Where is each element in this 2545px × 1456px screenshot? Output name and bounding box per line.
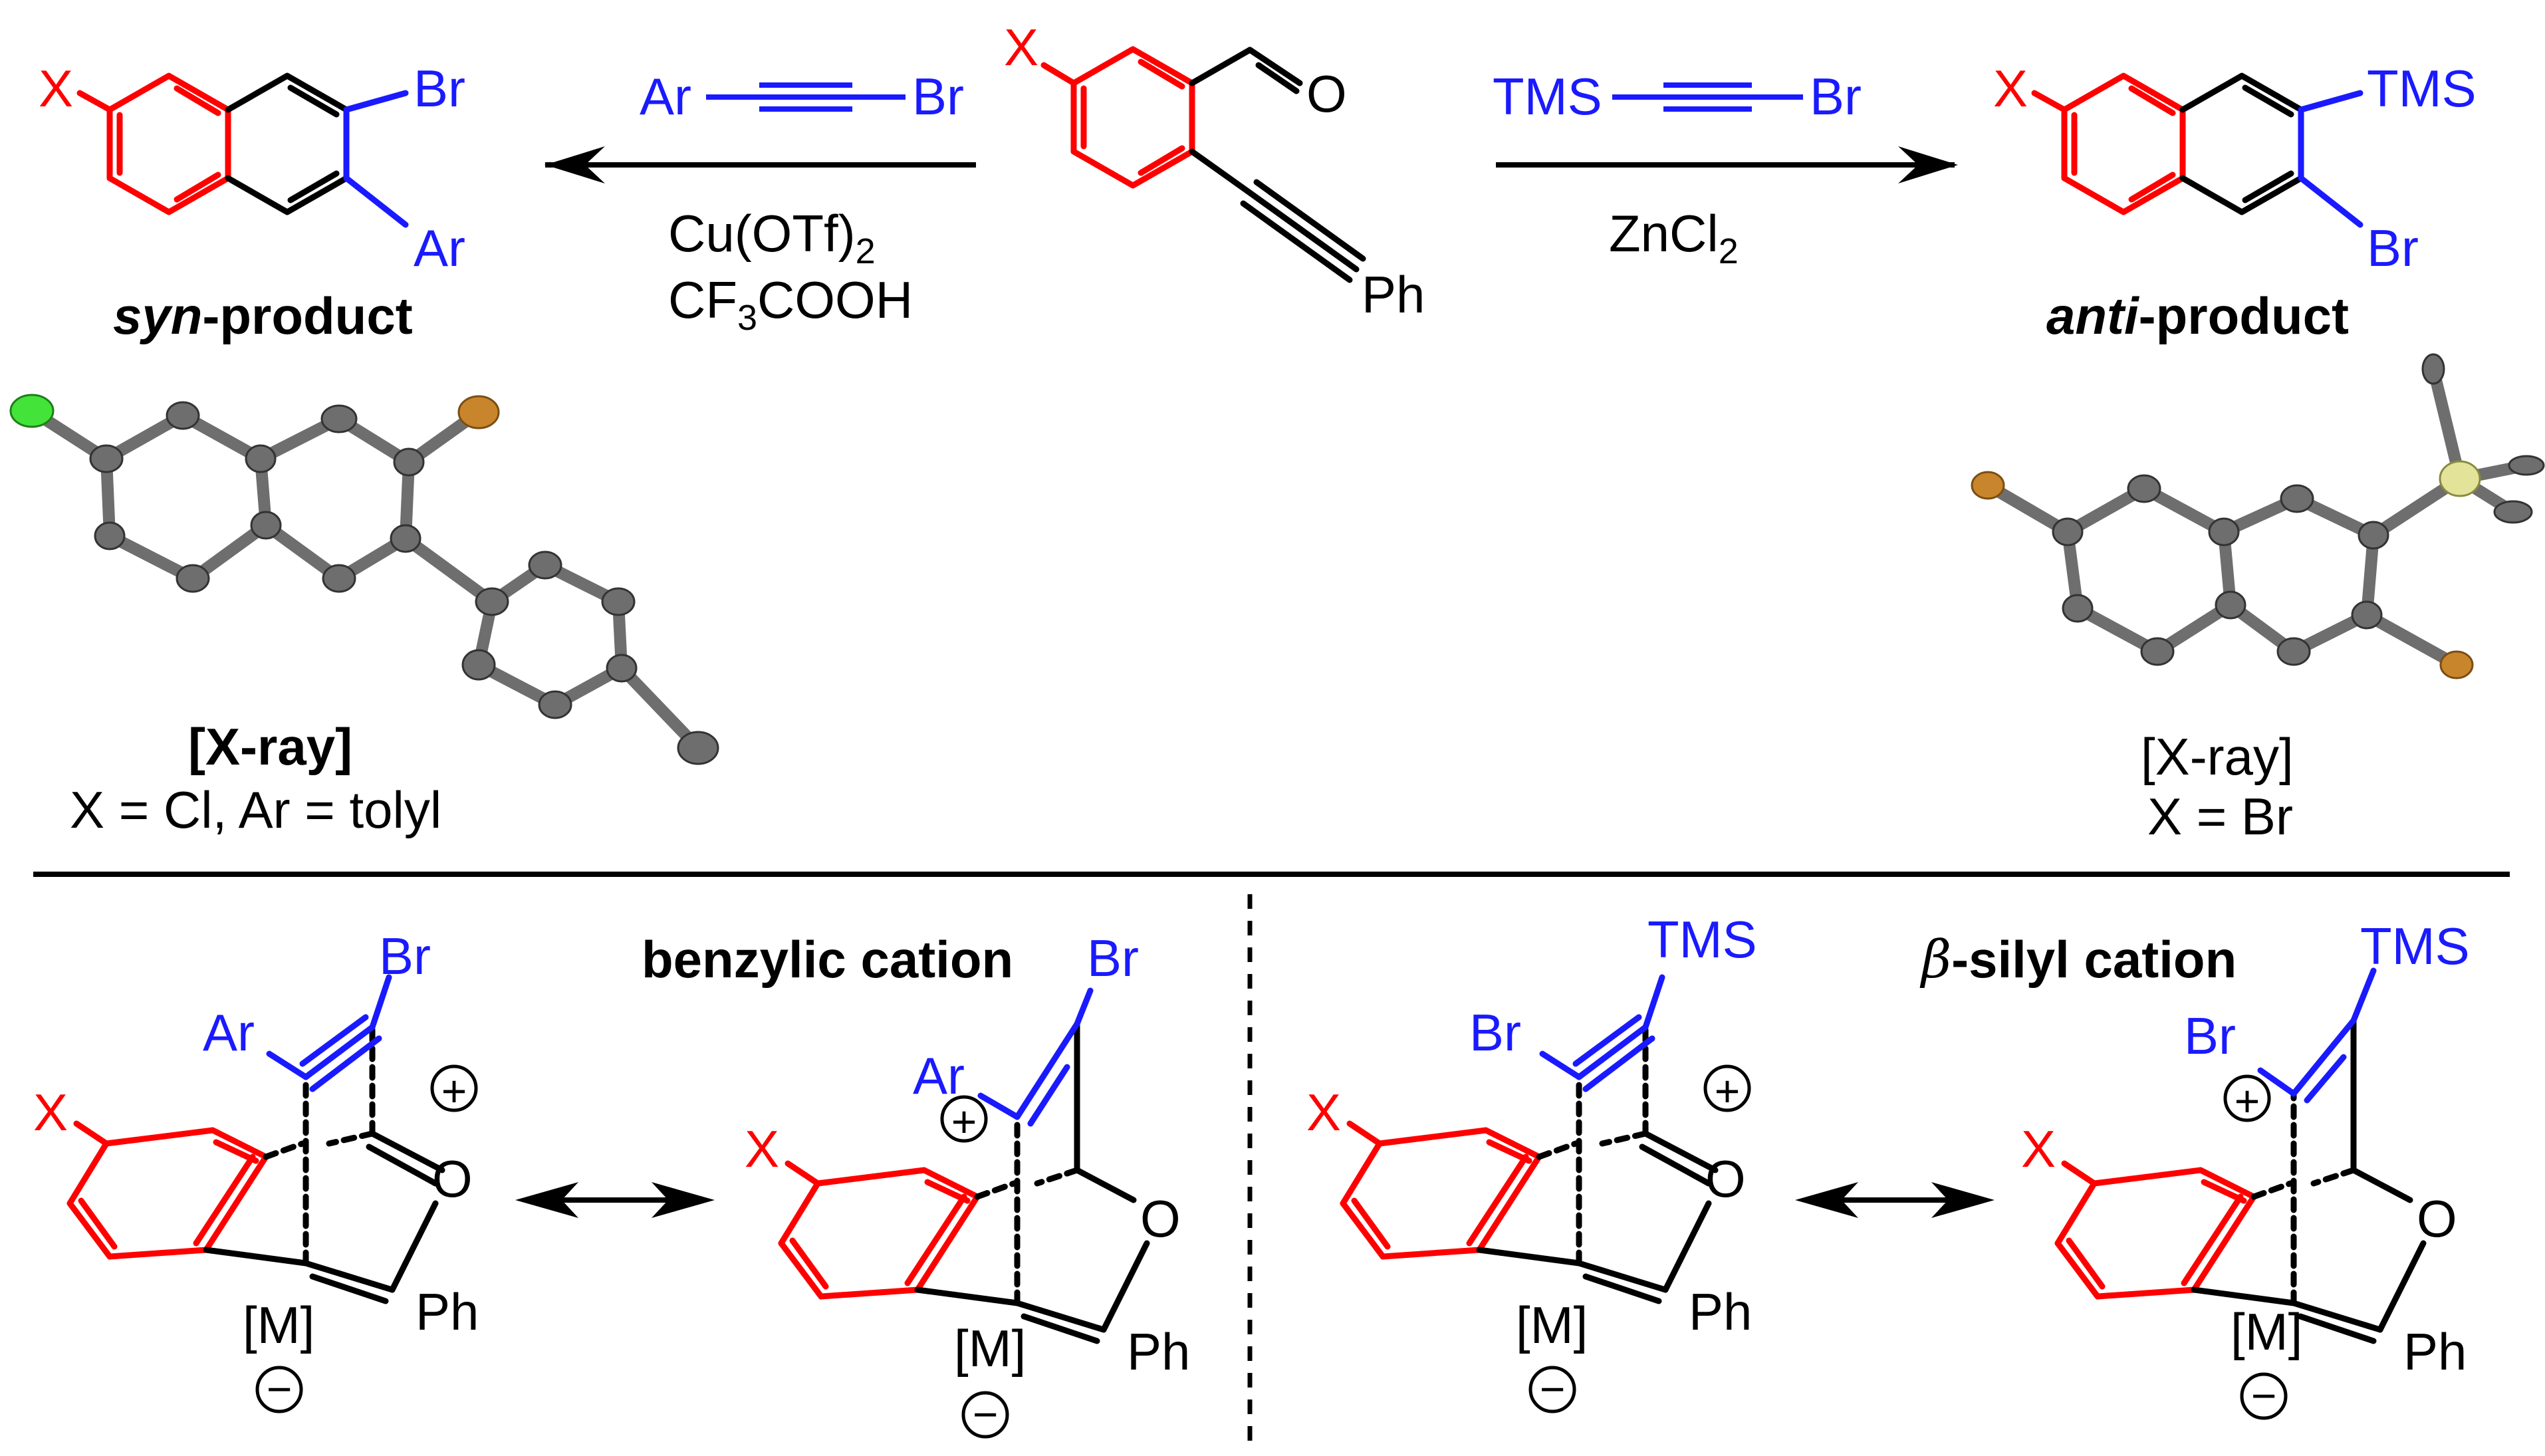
syn-xray-structure — [9, 394, 719, 765]
mech2-plus-charge — [940, 1095, 988, 1143]
mech4-x-label: X — [2021, 1120, 2056, 1178]
mech2-x-label: X — [745, 1120, 779, 1178]
anti-xray-detail: X = Br — [2147, 787, 2293, 846]
mech3-o-label: O — [1705, 1150, 1746, 1208]
anti-red-ring — [2031, 72, 2186, 215]
mech3-plus-charge — [1703, 1064, 1751, 1112]
mech2-m-label: [M] — [954, 1319, 1026, 1378]
resonance-arrow-2 — [1795, 1182, 1995, 1218]
mech4-br-label: Br — [2184, 1007, 2236, 1065]
mech4-tms-label: TMS — [2360, 917, 2470, 975]
mech3-m-label: [M] — [1516, 1296, 1588, 1354]
syn-x-label: X — [39, 59, 73, 118]
mech1-minus-charge — [255, 1366, 303, 1413]
syn-red-ring — [76, 72, 231, 215]
anti-x-label: X — [1993, 59, 2028, 118]
mech1-br-label: Br — [379, 927, 431, 985]
beta-silyl-cation-title: β-silyl cation — [1919, 930, 2237, 990]
syn-reagent-br: Br — [912, 67, 964, 126]
mech1-ar-label: Ar — [203, 1003, 255, 1062]
syn-xray-detail: X = Cl, Ar = tolyl — [70, 781, 441, 839]
benzylic-cation-title: benzylic cation — [642, 930, 1013, 989]
mech1-ph-label: Ph — [416, 1282, 479, 1341]
syn-ar-label: Ar — [414, 219, 465, 277]
anti-xray-bromine-2 — [2439, 650, 2474, 679]
anti-br-label: Br — [2367, 219, 2419, 277]
start-phenyl-label: Ph — [1362, 265, 1425, 324]
mech3-minus-sign: − — [1540, 1364, 1566, 1413]
mech2-o-label: O — [1140, 1189, 1181, 1248]
syn-reagent-ar: Ar — [640, 67, 691, 126]
syn-condition-2: CF3COOH — [668, 271, 913, 338]
mech1-x-label: X — [33, 1083, 68, 1142]
mechanism-4 — [2054, 967, 2427, 1344]
mech2-ph-label: Ph — [1127, 1322, 1190, 1381]
start-oxygen-label: O — [1306, 64, 1347, 123]
mech4-plus-charge — [2223, 1074, 2271, 1122]
mech4-minus-charge — [2240, 1372, 2288, 1420]
mech3-minus-charge — [1528, 1366, 1576, 1413]
mech3-plus-sign: + — [1715, 1066, 1741, 1116]
anti-product-label: anti-product — [2046, 287, 2349, 345]
anti-xray-silicon — [2439, 460, 2481, 497]
mech4-m-label: [M] — [2231, 1302, 2302, 1361]
anti-xray-label: [X-ray] — [2141, 727, 2294, 786]
mech4-plus-sign: + — [2235, 1076, 2260, 1126]
resonance-arrow-1 — [515, 1182, 715, 1218]
mech4-ph-label: Ph — [2403, 1322, 2467, 1381]
mech2-br-label: Br — [1087, 929, 1139, 987]
anti-xray-structure — [1971, 353, 2545, 679]
syn-reagent: Ar Br — [640, 67, 964, 126]
syn-product-structure — [76, 72, 409, 228]
mech1-plus-charge — [430, 1064, 478, 1112]
mech1-minus-sign: − — [267, 1364, 293, 1413]
mech3-ph-label: Ph — [1689, 1282, 1752, 1341]
anti-xray-bromine-1 — [1971, 471, 2005, 500]
anti-condition: ZnCl2 — [1609, 204, 1739, 271]
mech1-m-label: [M] — [243, 1296, 314, 1354]
anti-reagent-br: Br — [1810, 67, 1862, 126]
mech2-minus-sign: − — [973, 1390, 999, 1439]
start-benzene-ring — [1070, 46, 1195, 189]
mech4-minus-sign: − — [2251, 1371, 2277, 1420]
mech2-ar-label: Ar — [913, 1046, 965, 1105]
mech3-x-label: X — [1306, 1083, 1341, 1142]
mech1-plus-sign: + — [441, 1066, 467, 1116]
syn-xray-label: [X-ray] — [188, 717, 352, 776]
mech1-o-label: O — [432, 1150, 473, 1208]
syn-xray-bromine — [457, 395, 500, 429]
syn-product-label: syn-product — [113, 287, 413, 345]
anti-reagent: TMS Br — [1493, 67, 1862, 126]
mechanism-3 — [1340, 974, 1719, 1304]
mech2-plus-sign: + — [951, 1097, 977, 1146]
starting-material — [1040, 46, 1366, 283]
anti-product-structure — [2031, 72, 2363, 228]
mechanism-2 — [778, 987, 1150, 1344]
anti-reagent-tms: TMS — [1493, 67, 1602, 126]
mechanism-1 — [66, 974, 445, 1304]
start-x-label: X — [1004, 18, 1038, 76]
syn-br-label: Br — [414, 59, 465, 118]
mech2-minus-charge — [961, 1391, 1009, 1439]
syn-condition-1: Cu(OTf)2 — [668, 204, 876, 271]
mech3-br-label: Br — [1469, 1003, 1521, 1062]
syn-xray-chlorine — [9, 394, 55, 428]
mech3-tms-label: TMS — [1647, 910, 1757, 969]
anti-tms-label: TMS — [2367, 59, 2477, 118]
mech4-o-label: O — [2417, 1189, 2457, 1248]
